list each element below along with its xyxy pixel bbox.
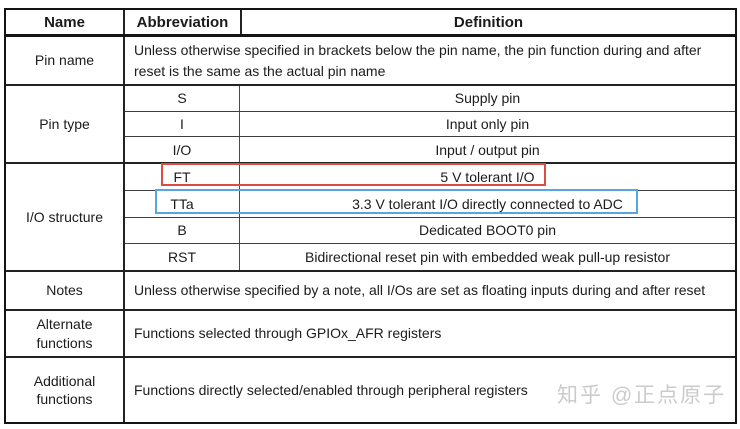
abbreviation-cell: FT [125,164,240,190]
row-label-additional-functions: Additional functions [6,358,125,422]
row-pin-name: Pin name Unless otherwise specified in b… [6,37,735,86]
abbreviation-cell: S [125,86,240,111]
table-row: RST Bidirectional reset pin with embedde… [125,244,735,270]
definition-cell: Supply pin [454,90,521,107]
row-label-io-structure: I/O structure [6,164,125,270]
row-additional-functions: Additional functions Functions directly … [6,358,735,422]
abbreviation-cell: RST [125,244,240,270]
definition-cell: Dedicated BOOT0 pin [419,222,556,239]
pin-definition-table: Name Abbreviation Definition Pin name Un… [4,8,737,424]
col-header-name: Name [6,10,125,34]
definition-cell: 5 V tolerant I/O [440,168,535,185]
row-label-alternate-functions: Alternate functions [6,311,125,356]
table-row: I Input only pin [125,111,735,138]
abbreviation-cell: I/O [125,137,240,163]
row-io-structure: I/O structure FT 5 V tolerant I/O TTa 3.… [6,164,735,272]
definition-pin-name: Unless otherwise specified in brackets b… [134,41,702,79]
pin-type-subrows: S Supply pin I Input only pin I/O Input … [125,86,735,163]
row-alternate-functions: Alternate functions Functions selected t… [6,311,735,358]
abbreviation-cell: B [125,217,240,244]
row-label-notes: Notes [6,272,125,309]
definition-additional-functions: Functions directly selected/enabled thro… [134,381,528,398]
col-header-abbreviation: Abbreviation [125,10,242,34]
table-row: B Dedicated BOOT0 pin [125,217,735,245]
row-notes: Notes Unless otherwise specified by a no… [6,272,735,311]
col-header-definition: Definition [453,13,524,31]
row-pin-type: Pin type S Supply pin I Input only pin I… [6,86,735,164]
definition-cell: 3.3 V tolerant I/O directly connected to… [352,195,623,212]
table-row: S Supply pin [125,86,735,112]
definition-cell: Bidirectional reset pin with embedded we… [305,249,670,266]
row-label-pin-name: Pin name [6,37,125,84]
io-structure-subrows: FT 5 V tolerant I/O TTa 3.3 V tolerant I… [125,164,735,270]
table-row-tta: TTa 3.3 V tolerant I/O directly connecte… [125,190,735,218]
table-row-ft: FT 5 V tolerant I/O [125,164,735,191]
watermark: 知乎 @正点原子 [557,384,727,407]
table-row: I/O Input / output pin [125,137,735,163]
definition-alternate-functions: Functions selected through GPIOx_AFR reg… [134,325,442,341]
row-label-pin-type: Pin type [6,86,125,162]
definition-notes: Unless otherwise specified by a note, al… [134,282,706,298]
abbreviation-cell: TTa [125,190,240,217]
definition-cell: Input only pin [445,116,530,132]
abbreviation-cell: I [125,111,240,137]
table-header-row: Name Abbreviation Definition [6,10,735,37]
definition-cell: Input / output pin [435,141,540,158]
